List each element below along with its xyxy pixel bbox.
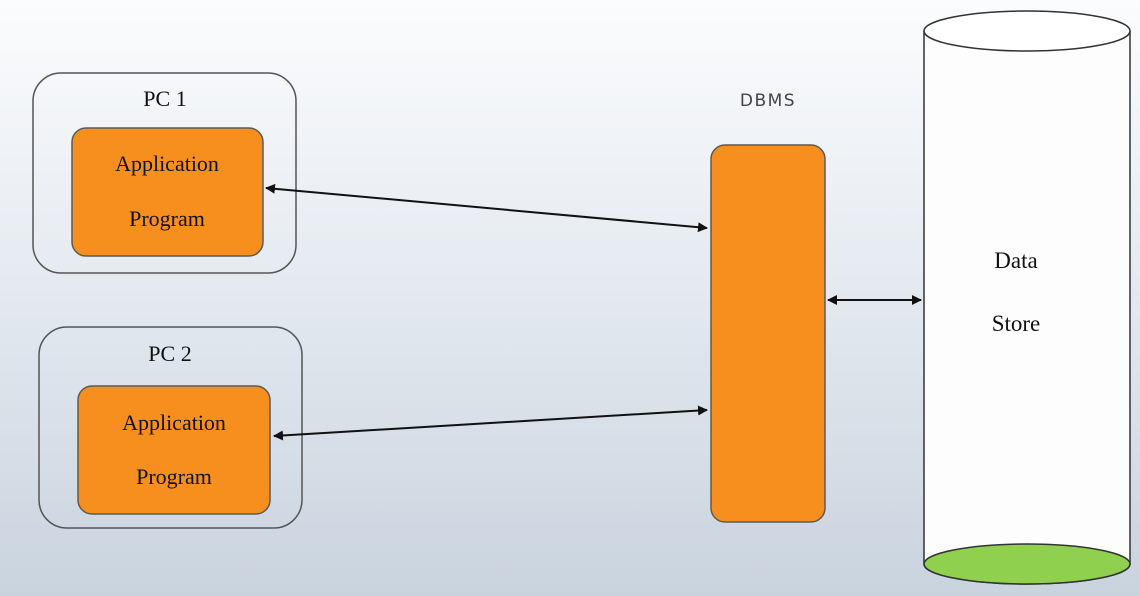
pc2-app-line1: Application — [122, 410, 226, 435]
pc1-application-program: Application Program — [71, 127, 264, 257]
pc1-app-line1: Application — [115, 151, 219, 176]
pc1-app-line2: Program — [129, 206, 205, 231]
data-store-line1: Data — [994, 248, 1037, 273]
pc1-dbms-connector — [265, 183, 708, 233]
dbms-block: DBMS — [710, 91, 826, 523]
pc2-application-program: Application Program — [77, 385, 271, 515]
pc2-label: PC 2 — [148, 341, 191, 366]
pc2-app-line2: Program — [136, 464, 212, 489]
dbms-label: DBMS — [740, 91, 796, 111]
data-store-line2: Store — [992, 311, 1041, 336]
data-store-cylinder: Data Store — [923, 10, 1131, 585]
pc2-dbms-connector — [273, 405, 708, 441]
pc2-container: PC 2 Application Program — [38, 326, 303, 529]
pc1-label: PC 1 — [143, 86, 186, 111]
data-store-bottom — [923, 543, 1131, 585]
pc1-container: PC 1 Application Program — [32, 72, 297, 274]
data-store-top — [923, 10, 1131, 52]
